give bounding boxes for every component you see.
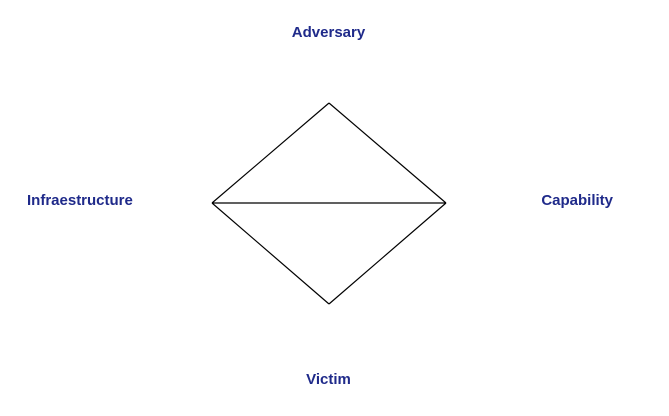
edge-top-right xyxy=(328,102,447,204)
vertex-label-capability: Capability xyxy=(541,192,613,209)
edge-bottom-left xyxy=(211,202,330,305)
vertex-label-infrastructure: Infraestructure xyxy=(27,192,133,209)
vertex-label-victim: Victim xyxy=(306,371,351,388)
edge-left-top xyxy=(211,102,330,204)
edge-right-bottom xyxy=(328,202,447,305)
vertex-label-adversary: Adversary xyxy=(291,24,366,41)
